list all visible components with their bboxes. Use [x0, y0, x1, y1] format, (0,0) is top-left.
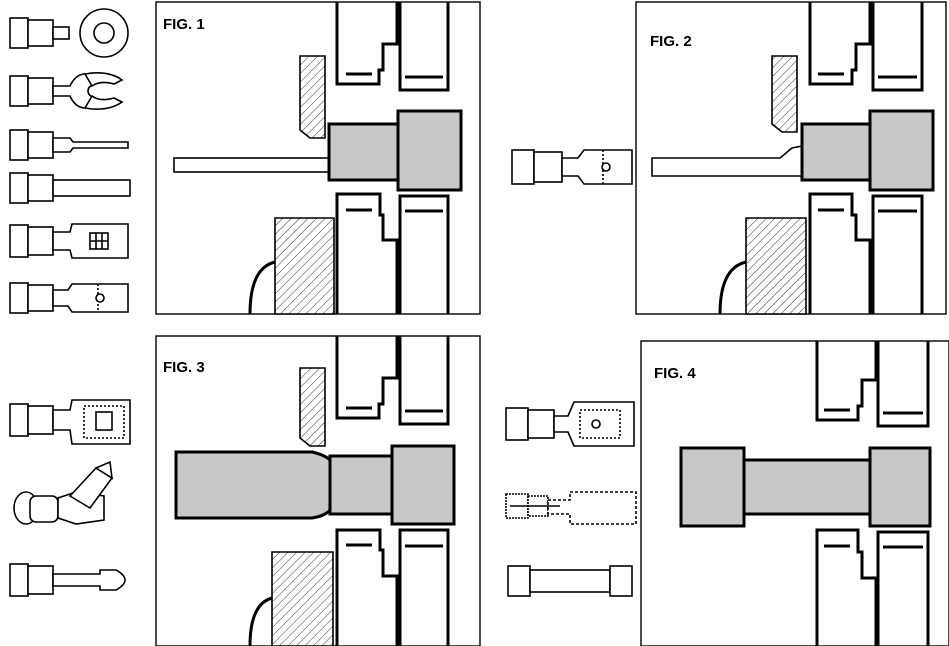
- wire-insulation: [174, 450, 332, 520]
- piggyback-terminal-icon: [13, 460, 114, 525]
- male-disconnect-icon: [505, 401, 635, 447]
- butt-splice-barrel: [679, 446, 932, 528]
- female-disconnect-icon: [9, 399, 131, 445]
- figure-3: FIG. 3: [155, 335, 481, 646]
- fig-2-label: FIG. 2: [650, 33, 692, 50]
- terminal-barrel: [327, 109, 463, 192]
- figure-2: FIG. 2: [635, 1, 947, 315]
- figure-4: FIG. 4: [640, 340, 949, 646]
- figure-1: FIG. 1: [155, 1, 481, 315]
- butt-splice-icon: [507, 565, 633, 597]
- bullet-receptacle-icon: [505, 491, 637, 525]
- female-disconnect-icon: [9, 223, 129, 259]
- fig-1-label: FIG. 1: [163, 16, 205, 33]
- male-disconnect-icon: [9, 282, 129, 314]
- fig-4-label: FIG. 4: [654, 365, 696, 382]
- terminal-barrel: [800, 109, 935, 192]
- pin-terminal-icon: [9, 129, 129, 161]
- male-disconnect-icon: [511, 149, 633, 185]
- bullet-terminal-icon: [9, 563, 126, 597]
- spade-terminal-icon: [9, 72, 124, 110]
- blade-terminal-icon: [9, 172, 131, 204]
- wire: [173, 157, 330, 173]
- fig-3-label: FIG. 3: [163, 359, 205, 376]
- ring-terminal-icon: [9, 8, 129, 58]
